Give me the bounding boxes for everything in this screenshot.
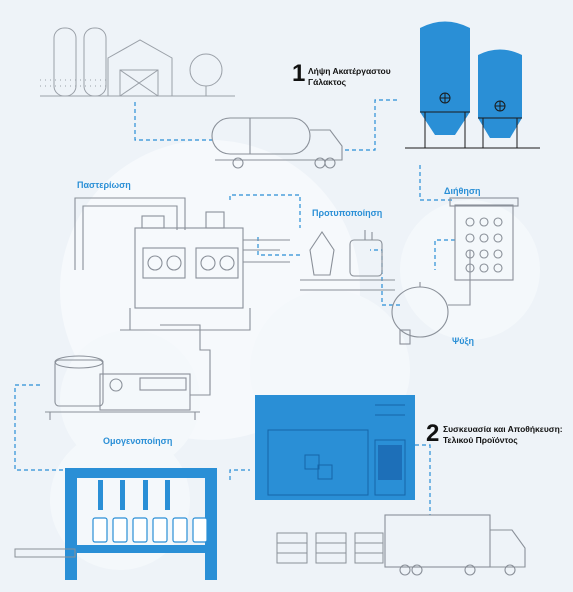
silos xyxy=(405,21,540,149)
delivery-truck xyxy=(384,514,526,576)
step-2-title: Συσκευασία και Αποθήκευση: Τελικού Προϊό… xyxy=(443,424,563,446)
filling-line xyxy=(14,468,217,580)
milk-truck xyxy=(211,117,343,169)
step-1-number: 1 xyxy=(292,60,306,87)
stage-label-cooling: Ψύξη xyxy=(452,336,475,346)
flow-lines xyxy=(14,99,455,515)
step-1-line-1: Λήψη Ακατέργαστου xyxy=(308,66,391,76)
separator xyxy=(300,230,395,291)
stage-label-filtration: Διήθηση xyxy=(444,186,481,196)
step-2-line-1: Συσκευασία και Αποθήκευση: xyxy=(443,424,563,434)
packaging-facility xyxy=(255,395,415,500)
crates xyxy=(276,532,384,564)
filtration-unit xyxy=(449,197,519,281)
step-2-line-2: Τελικού Προϊόντος xyxy=(443,435,518,445)
cooling-tank xyxy=(391,250,471,345)
pasteurizer xyxy=(74,197,290,390)
stage-label-pasteurization: Παστερίωση xyxy=(77,180,131,190)
stage-label-homogenization: Ομογενοποίηση xyxy=(103,436,173,446)
homogenizer xyxy=(45,355,211,420)
step-2-number: 2 xyxy=(426,420,440,447)
farm xyxy=(40,27,235,97)
step-1-line-2: Γάλακτος xyxy=(308,77,347,87)
stage-label-standardization: Προτυποποίηση xyxy=(312,208,383,218)
step-1-title: Λήψη Ακατέργαστου Γάλακτος xyxy=(308,66,391,88)
